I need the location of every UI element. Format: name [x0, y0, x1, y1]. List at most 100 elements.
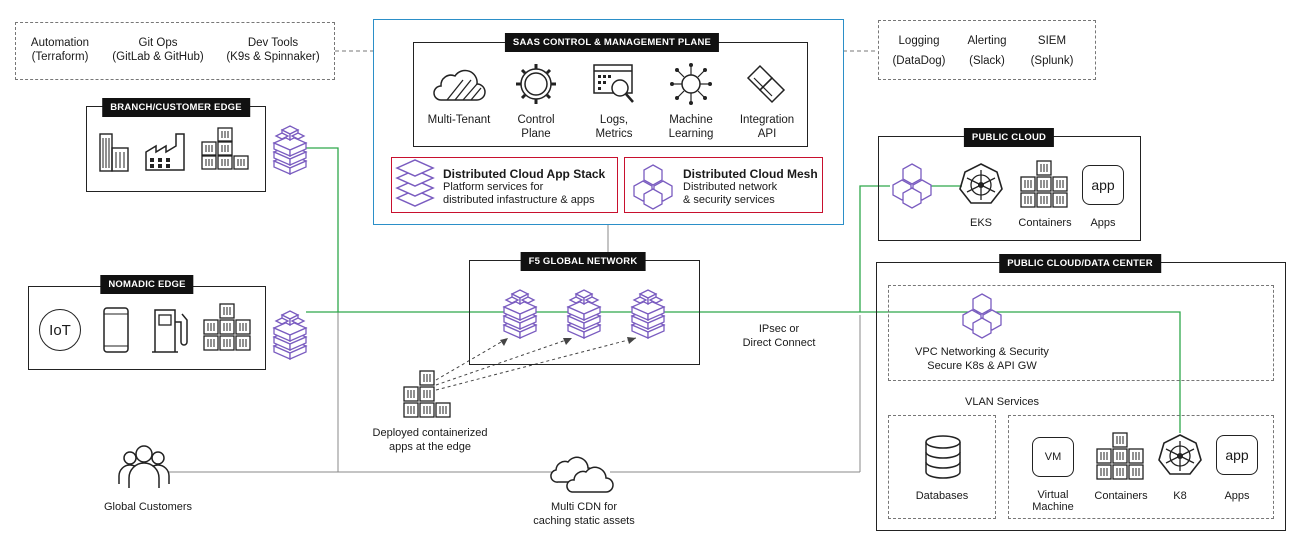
vpc-line2: Secure K8s & API GW: [927, 360, 1037, 372]
containers-icon: [1096, 432, 1144, 480]
services-panel: [1008, 415, 1274, 519]
deployed-line2: apps at the edge: [389, 441, 471, 453]
item-label: Integration: [739, 114, 795, 126]
vpc-line1: VPC Networking & Security: [915, 346, 1049, 358]
appstack-box: [391, 157, 618, 213]
deployed-line1: Deployed containerized: [372, 427, 488, 439]
buildings-icon: [99, 133, 129, 172]
mesh-title: Distributed Cloud Mesh: [683, 167, 818, 181]
cdn-line2: caching static assets: [533, 515, 635, 527]
tool-sub: (Splunk): [1030, 55, 1074, 67]
dc-apps-label: Apps: [1224, 490, 1250, 502]
mesh-cubes-icon: [962, 293, 1002, 339]
tool-name: Automation: [30, 37, 90, 49]
devops-tool-automation: Automation (Terraform): [31, 36, 89, 64]
phone-icon: [103, 307, 129, 353]
cdn-label: Multi CDN for caching static assets: [533, 500, 635, 528]
obs-alerting: Alerting (Slack): [968, 34, 1007, 68]
saas-item-ml: Machine Learning: [669, 113, 714, 141]
app-icon-text: app: [1225, 447, 1249, 463]
pc-eks-label: EKS: [969, 217, 993, 229]
saas-title: SAAS CONTROL & MANAGEMENT PLANE: [504, 33, 720, 52]
app-icon-text: app: [1091, 177, 1115, 193]
item-label2: Metrics: [595, 128, 633, 140]
tool-name: Git Ops: [138, 37, 178, 49]
saas-item-controlplane: Control Plane: [517, 113, 554, 141]
mesh-box: [624, 157, 823, 213]
devops-tool-devtools: Dev Tools (K9s & Spinnaker): [226, 36, 319, 64]
observability-panel: [878, 20, 1096, 80]
containers-icon: [201, 127, 249, 170]
mesh-cubes-icon: [892, 163, 932, 209]
vm-icon-text: VM: [1044, 451, 1062, 463]
ipsec-line2: Direct Connect: [742, 337, 816, 349]
vlan-label: VLAN Services: [965, 396, 1039, 408]
k8-label: K8: [1173, 490, 1187, 502]
appstack-line2: distributed infastructure & apps: [443, 194, 595, 206]
containers-icon: [1020, 160, 1068, 208]
cloud-cdn-icon: [550, 456, 614, 493]
tool-name: Logging: [898, 35, 940, 47]
tool-sub: (Terraform): [31, 51, 89, 63]
database-icon: [925, 435, 961, 479]
databases-label: Databases: [915, 490, 969, 502]
vm-label: Virtual Machine: [1032, 489, 1074, 513]
iot-text: IoT: [49, 321, 71, 339]
saas-item-integration: Integration API: [740, 113, 794, 141]
devops-tools-panel: [15, 22, 335, 80]
ipsec-label: IPsec or Direct Connect: [743, 322, 816, 350]
mesh-cubes-icon: [633, 164, 673, 210]
appstack-title: Distributed Cloud App Stack: [443, 167, 606, 181]
f5-title: F5 GLOBAL NETWORK: [520, 252, 646, 271]
item-label: Logs,: [599, 114, 629, 126]
vpc-panel: [888, 285, 1274, 381]
integration-icon: [746, 64, 786, 104]
mesh-line2: & security services: [683, 194, 775, 206]
containers-icon: [203, 303, 251, 351]
users-icon: [118, 445, 170, 488]
cloud-icon: [433, 69, 486, 101]
f5-node-icon: [502, 289, 538, 339]
app-icon: app: [1082, 165, 1124, 205]
containers-icon: [403, 370, 451, 418]
item-label: Machine: [669, 114, 713, 126]
obs-logging: Logging (DataDog): [892, 34, 945, 68]
public-cloud-title: PUBLIC CLOUD: [963, 128, 1055, 147]
edge-node-icon: [272, 125, 308, 175]
tool-sub: (Slack): [969, 55, 1005, 67]
devops-tool-gitops: Git Ops (GitLab & GitHub): [112, 36, 203, 64]
pc-apps-label: Apps: [1090, 217, 1116, 229]
app-icon: app: [1216, 435, 1258, 475]
branch-title: BRANCH/CUSTOMER EDGE: [102, 98, 250, 117]
vm-icon: VM: [1032, 437, 1074, 477]
tool-name: Alerting: [967, 35, 1007, 47]
mesh-line1: Distributed network: [683, 181, 778, 193]
dc-containers-label: Containers: [1094, 490, 1148, 502]
layers-icon: [395, 159, 435, 207]
item-label2: API: [757, 128, 777, 140]
f5-node-icon: [630, 289, 666, 339]
gear-icon: [516, 64, 556, 104]
customers-label: Global Customers: [103, 501, 193, 513]
vm-line2: Machine: [1032, 501, 1074, 513]
tool-sub: (K9s & Spinnaker): [226, 51, 320, 63]
item-label: Control: [517, 114, 555, 126]
item-label2: Plane: [521, 128, 551, 140]
saas-outer-panel: [373, 19, 844, 225]
datacenter-title: PUBLIC CLOUD/DATA CENTER: [999, 254, 1161, 273]
item-label2: Learning: [668, 128, 714, 140]
deployed-label: Deployed containerized apps at the edge: [373, 426, 488, 454]
item-label: Multi-Tenant: [427, 114, 491, 126]
tool-name: Dev Tools: [247, 37, 299, 49]
kubernetes-icon: [1158, 434, 1202, 475]
appstack-line1: Platform services for: [443, 181, 544, 193]
tool-sub: (GitLab & GitHub): [112, 51, 204, 63]
iot-icon: IoT: [39, 309, 81, 351]
saas-item-multitenant: Multi-Tenant: [428, 113, 491, 127]
databases-panel: [888, 415, 996, 519]
cdn-line1: Multi CDN for: [550, 501, 617, 513]
pc-containers-label: Containers: [1018, 217, 1072, 229]
f5-node-icon: [566, 289, 602, 339]
tool-name: SIEM: [1037, 35, 1067, 47]
